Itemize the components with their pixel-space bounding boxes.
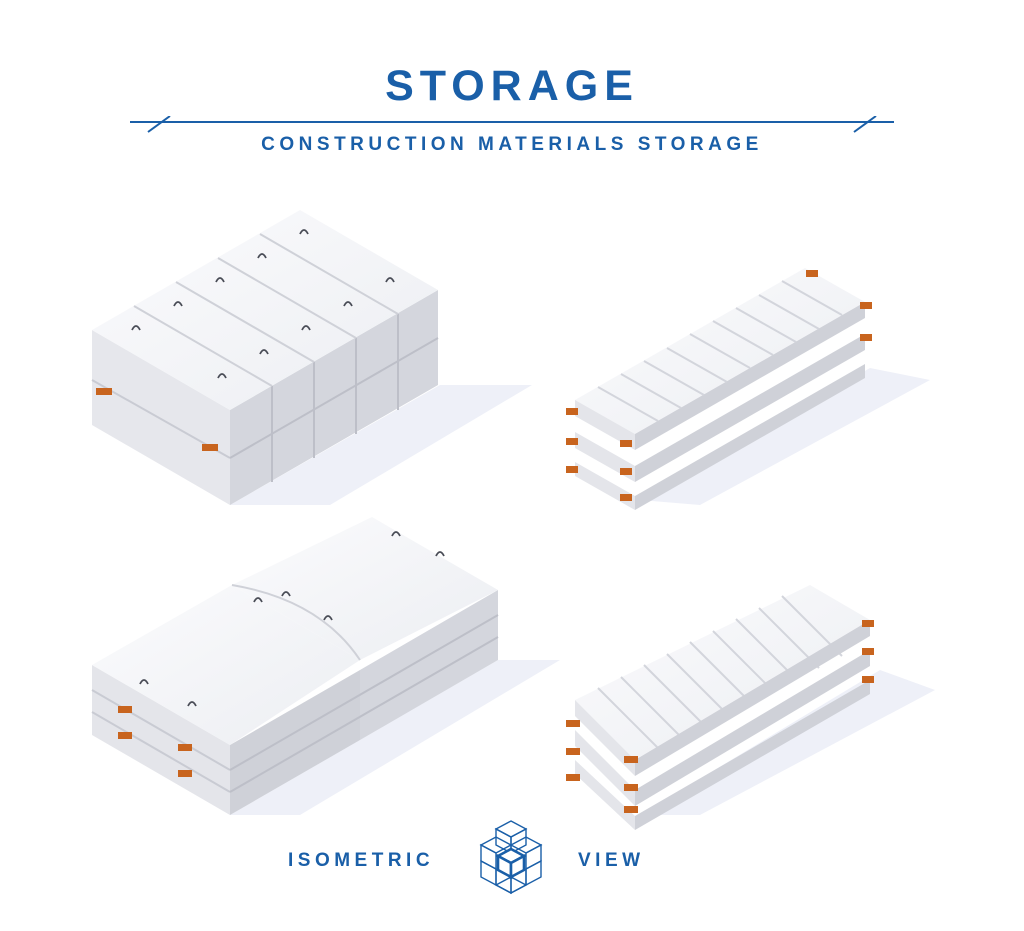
footer-label-isometric: ISOMETRIC [288, 850, 435, 871]
floor-slabs-stack [91, 517, 560, 815]
footer-label-view: VIEW [578, 850, 645, 871]
stair-flights-stack-narrow [566, 268, 930, 510]
page-subtitle: CONSTRUCTION MATERIALS STORAGE [261, 134, 763, 155]
title-divider [130, 116, 894, 133]
isometric-cube-icon [479, 820, 543, 895]
stair-flights-stack-wide [566, 585, 935, 830]
page-title: STORAGE [385, 62, 639, 110]
foundation-blocks-stack [91, 210, 532, 505]
